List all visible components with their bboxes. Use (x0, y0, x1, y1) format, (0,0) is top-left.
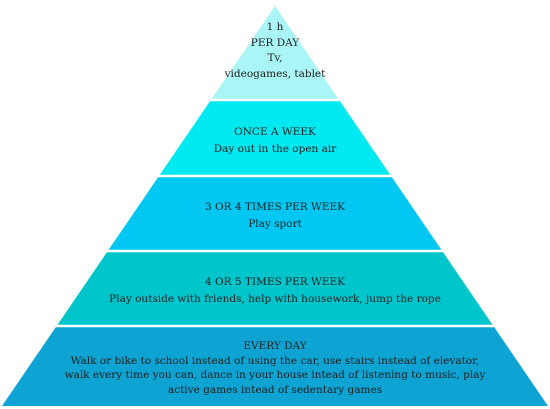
tier-every-day-line-1: EVERY DAY (243, 340, 307, 352)
tier-4-5-times-line-2: Play outside with friends, help with hou… (109, 293, 441, 305)
tier-top-line-1: 1 h (266, 21, 284, 33)
tier-every-day-band (2, 327, 548, 406)
tier-3-4-times-band (108, 177, 442, 250)
tier-top-text: 1 h PER DAY Tv, videogames, tablet (200, 20, 350, 82)
tier-every-day-text: EVERY DAY Walk or bike to school instead… (30, 339, 520, 397)
tier-3-4-times-line-1: 3 OR 4 TIMES PER WEEK (205, 201, 345, 213)
tier-3-4-times-line-2: Play sport (248, 218, 302, 230)
tier-every-day-line-3: walk every time you can, dance in your h… (64, 369, 486, 381)
tier-once-a-week-text: ONCE A WEEK Day out in the open air (150, 124, 400, 158)
tier-top-line-2: PER DAY (250, 36, 300, 49)
tier-once-a-week-line-1: ONCE A WEEK (234, 126, 316, 138)
tier-every-day-line-4: active games intead of sedentary games (167, 383, 383, 396)
tier-4-5-times-line-1: 4 OR 5 TIMES PER WEEK (205, 276, 345, 288)
tier-every-day-line-2: Walk or bike to school instead of using … (70, 354, 480, 367)
tier-once-a-week-band (159, 101, 391, 175)
tier-top-line-3: Tv, (267, 52, 283, 64)
tier-4-5-times-band (57, 252, 493, 325)
tier-4-5-times-text: 4 OR 5 TIMES PER WEEK Play outside with … (75, 274, 475, 308)
tier-top-line-4: videogames, tablet (224, 67, 326, 80)
tier-top-band (211, 6, 339, 99)
tier-once-a-week-line-2: Day out in the open air (213, 143, 337, 155)
tier-3-4-times-text: 3 OR 4 TIMES PER WEEK Play sport (125, 199, 425, 233)
